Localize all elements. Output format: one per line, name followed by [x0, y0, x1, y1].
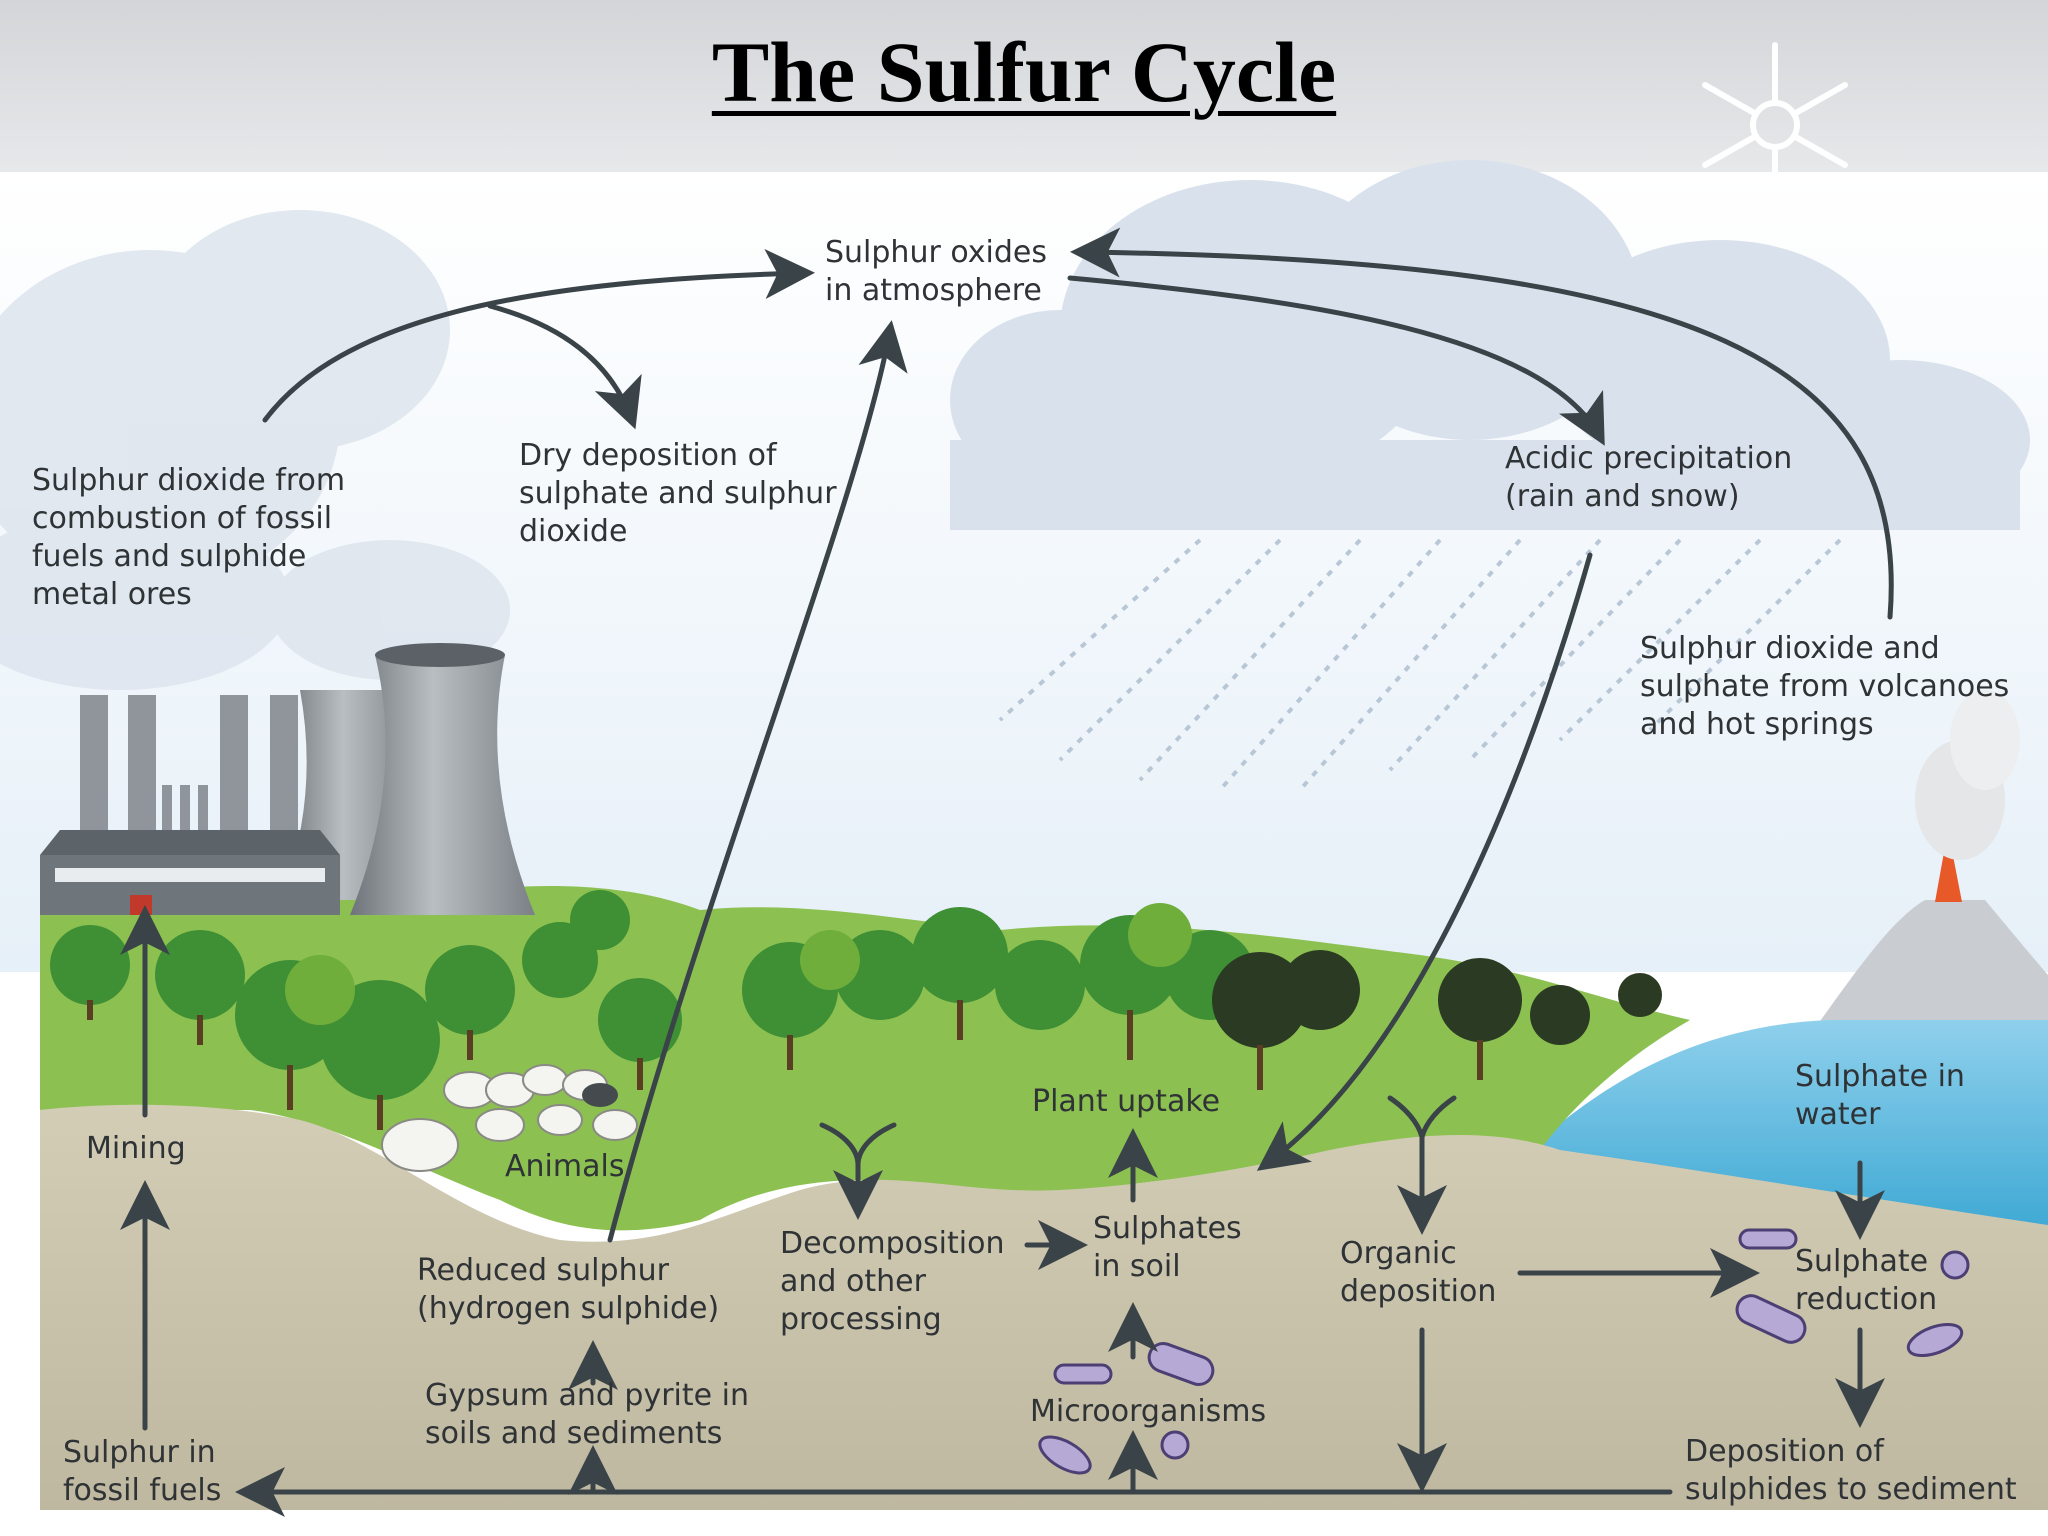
arrow-dry-deposition — [487, 303, 642, 430]
arrow-volcano-to-atmosphere — [1070, 227, 1894, 620]
label-mining: Mining — [86, 1131, 186, 1166]
volcano — [1810, 690, 2048, 1040]
smoke-clouds — [0, 210, 510, 690]
label-microorganisms: Microorganisms — [1030, 1394, 1267, 1429]
page-title: The Sulfur Cycle — [711, 24, 1337, 120]
power-plant — [40, 643, 535, 915]
arrow-decomposition-funnel — [822, 1122, 894, 1210]
rain-streaks — [998, 538, 1842, 792]
arrow-to-acidic-precipitation — [1067, 275, 1605, 446]
rain-cloud — [950, 160, 2030, 530]
arrow-combustion-to-atmosphere — [262, 248, 815, 423]
cycle-arrows — [120, 227, 1894, 1517]
arrow-precipitation-to-soil — [1256, 552, 1593, 1171]
arrow-hydrogen-sulphide-to-atmosphere — [607, 320, 908, 1243]
microorganisms — [1038, 1228, 1970, 1475]
label-animals: Animals — [505, 1149, 625, 1184]
label-reduced-sulphur: Reduced sulphur(hydrogen sulphide) — [417, 1253, 720, 1326]
arrow-organic-funnel — [1390, 1095, 1454, 1225]
label-plant-uptake: Plant uptake — [1032, 1084, 1221, 1119]
trees — [50, 890, 1662, 1130]
label-acidic-precipitation: Acidic precipitation(rain and snow) — [1505, 441, 1793, 514]
soil — [40, 1104, 2048, 1510]
snowflake-icon — [1702, 42, 1848, 175]
dark-sheep — [582, 1083, 618, 1107]
sheep-flock — [381, 1064, 638, 1172]
